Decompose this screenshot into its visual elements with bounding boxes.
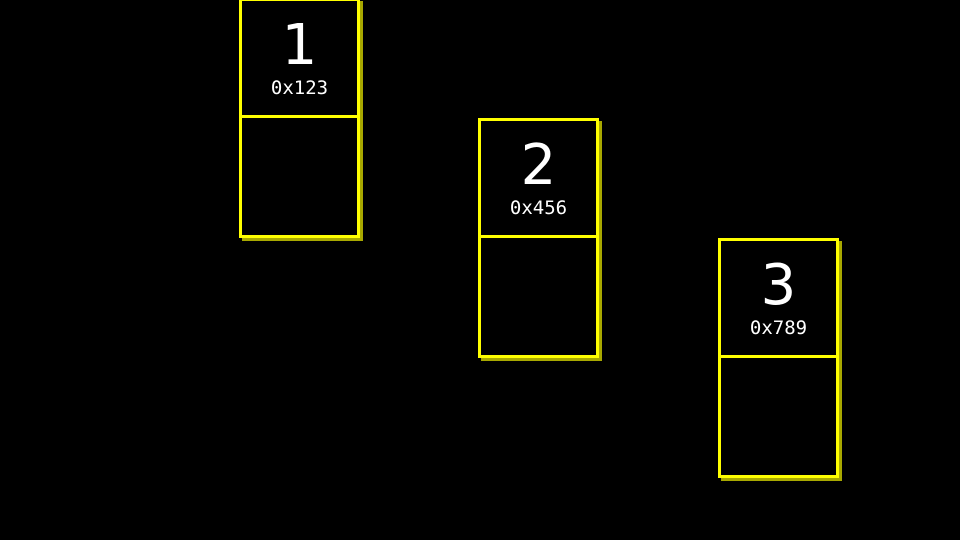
list-node-1: 1 0x123 [239,0,360,238]
node-3-pointer-cell [721,358,836,475]
node-3-address: 0x789 [749,317,808,339]
list-node-2: 2 0x456 [478,118,599,358]
list-node-3: 3 0x789 [718,238,839,478]
node-1-address: 0x123 [270,77,329,99]
node-1-value-cell: 1 0x123 [242,1,357,118]
node-2-value-cell: 2 0x456 [481,121,596,238]
node-3-value-cell: 3 0x789 [721,241,836,358]
node-1-pointer-cell [242,118,357,235]
node-3-value: 3 [760,253,797,318]
node-2-pointer-cell [481,238,596,355]
node-2-address: 0x456 [509,197,568,219]
node-2-value: 2 [520,133,557,198]
node-1-value: 1 [281,13,318,78]
